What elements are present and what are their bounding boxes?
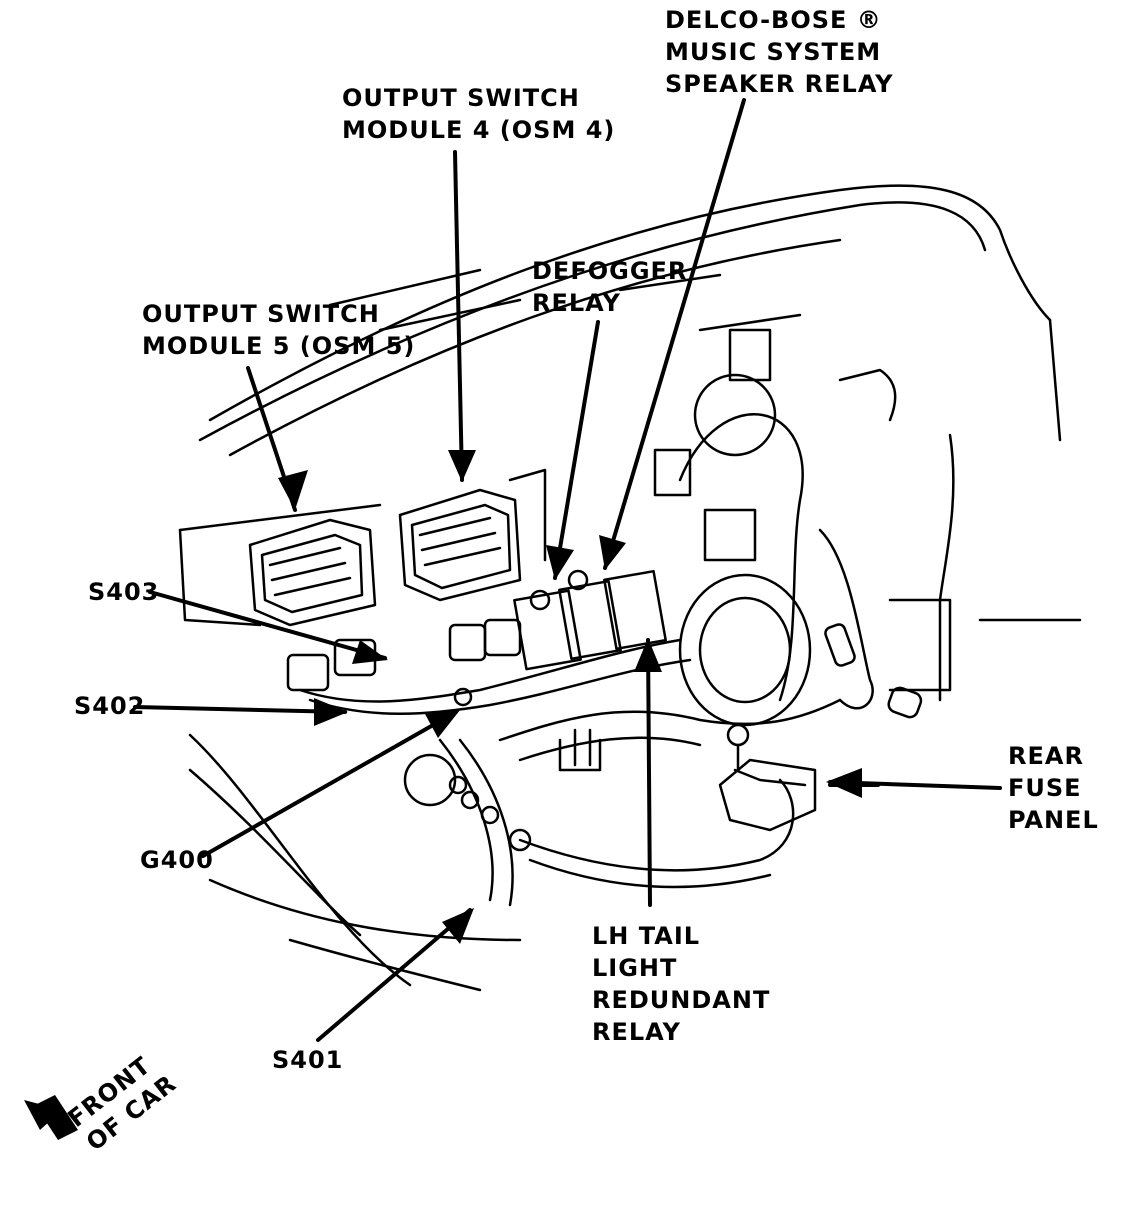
- label-osm4: OUTPUT SWITCH MODULE 4 (OSM 4): [342, 84, 616, 144]
- label-delco-bose: DELCO-BOSE ® MUSIC SYSTEM SPEAKER RELAY: [665, 6, 894, 98]
- label-s401: S401: [272, 1046, 344, 1074]
- label-defogger-relay: DEFOGGER RELAY: [532, 257, 688, 317]
- label-rear-fuse-panel: REAR FUSE PANEL: [1008, 742, 1099, 834]
- speaker: [653, 328, 812, 727]
- arrow-heads: [24, 450, 862, 1140]
- osm4-module: [398, 468, 547, 602]
- connectors: [286, 618, 522, 807]
- rear-fuse-panel-shape: [718, 723, 817, 832]
- callout-arrows: [133, 98, 1002, 1042]
- body-outline: [208, 184, 1052, 422]
- label-lh-tail-light-relay: LH TAIL LIGHT REDUNDANT RELAY: [592, 922, 771, 1046]
- label-g400: G400: [140, 846, 214, 874]
- label-s403: S403: [88, 578, 160, 606]
- osm5-module: [248, 518, 377, 627]
- label-s402: S402: [74, 692, 146, 720]
- label-osm5: OUTPUT SWITCH MODULE 5 (OSM 5): [142, 300, 416, 360]
- wire-harness: [298, 528, 923, 907]
